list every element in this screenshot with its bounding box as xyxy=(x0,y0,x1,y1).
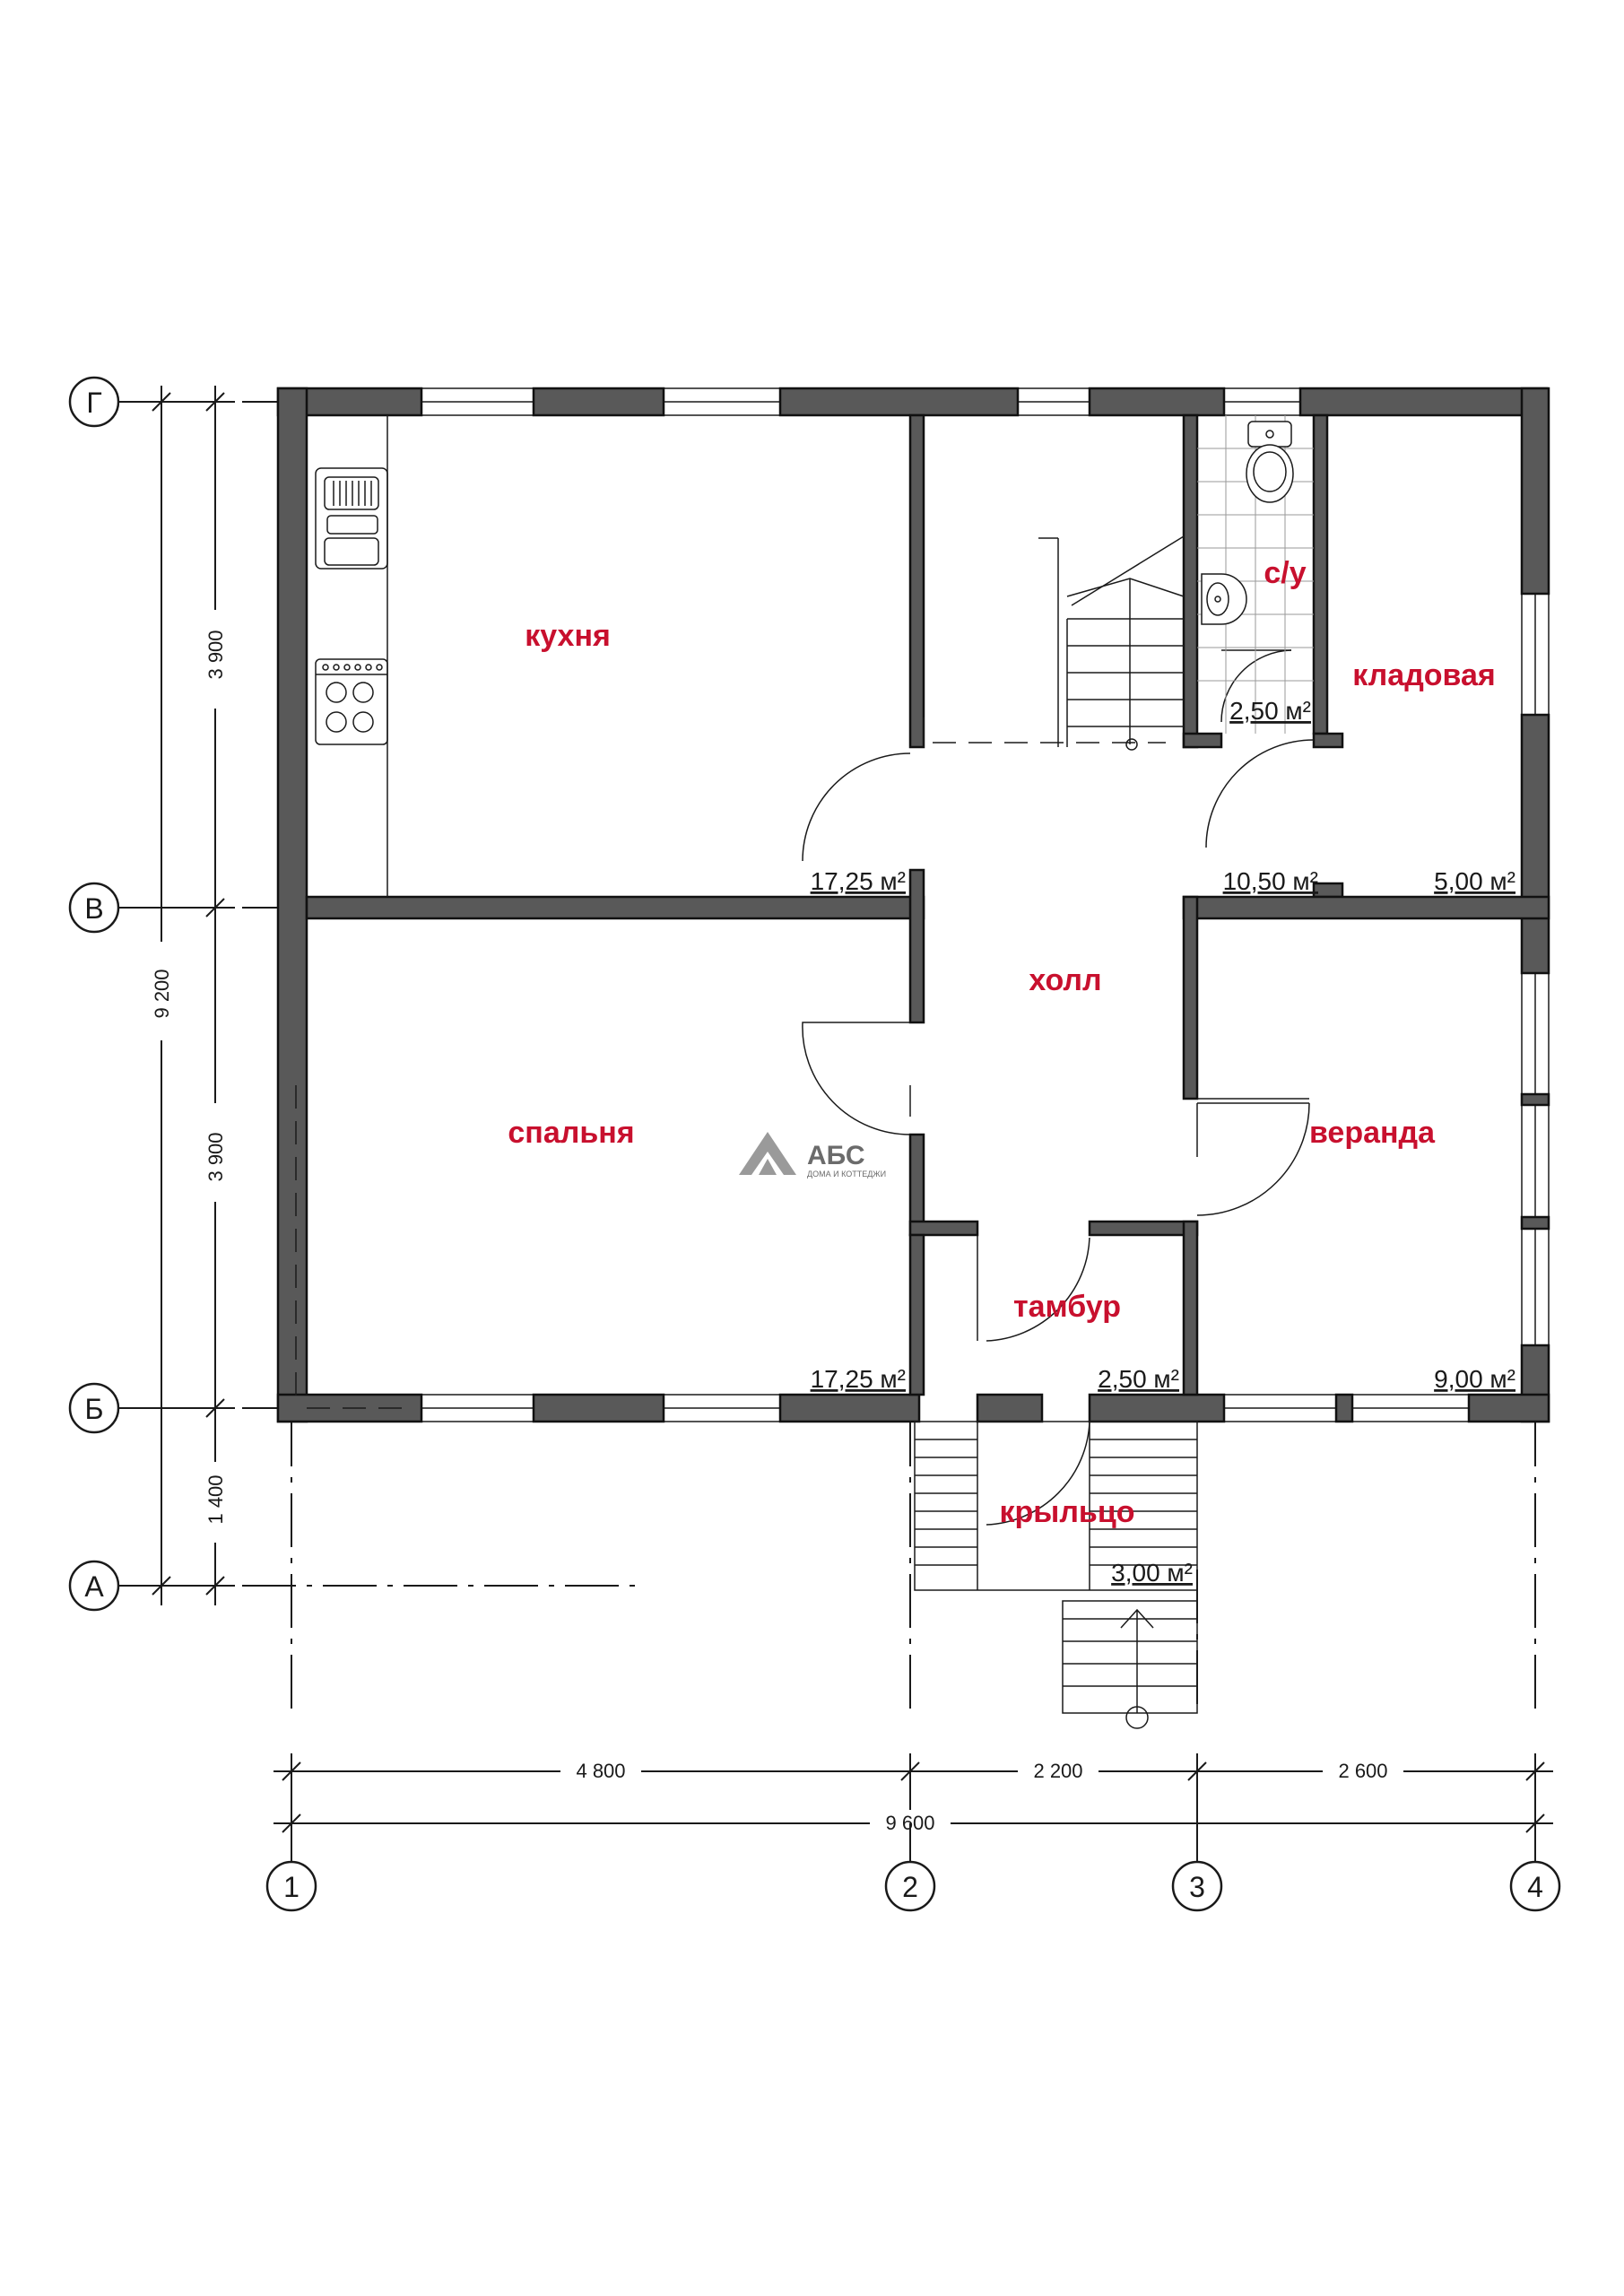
stove-icon xyxy=(315,658,388,745)
internal-staircase xyxy=(1066,535,1185,751)
axis-label-col-2: 2 xyxy=(902,1871,918,1903)
area-label-pantry: 5,00 м² xyxy=(1434,867,1515,895)
room-label-wc: с/у xyxy=(1264,556,1306,590)
area-label-hall: 10,50 м² xyxy=(1223,867,1318,895)
kitchen-sink-icon xyxy=(315,467,388,570)
room-label-bedroom: спальня xyxy=(508,1116,634,1150)
axis-label-row-3: Б xyxy=(85,1393,104,1425)
dim-h-seg-1: 4 800 xyxy=(576,1760,625,1782)
room-label-pantry: кладовая xyxy=(1352,658,1496,692)
logo-brand: АБС xyxy=(807,1141,865,1170)
room-label-porch: крыльцо xyxy=(1000,1495,1135,1529)
dim-h-seg-3: 2 600 xyxy=(1338,1760,1387,1782)
axis-label-row-4: А xyxy=(84,1570,104,1603)
axis-label-col-4: 4 xyxy=(1527,1871,1543,1903)
windows xyxy=(421,387,1550,1422)
area-label-kitchen: 17,25 м² xyxy=(811,867,906,895)
room-label-kitchen: кухня xyxy=(525,619,611,653)
area-label-porch: 3,00 м² xyxy=(1111,1559,1193,1587)
dim-v-seg-2: 3 900 xyxy=(204,1132,227,1181)
area-label-veranda: 9,00 м² xyxy=(1434,1365,1515,1393)
company-logo: АБС ДОМА И КОТТЕДЖИ xyxy=(739,1132,886,1178)
washbasin-icon xyxy=(1201,573,1247,625)
axis-grid xyxy=(161,401,1536,1713)
area-label-bedroom: 17,25 м² xyxy=(811,1365,906,1393)
area-label-wc: 2,50 м² xyxy=(1229,697,1311,725)
axis-label-row-1: Г xyxy=(86,387,101,419)
axis-label-row-2: В xyxy=(84,892,103,925)
fixtures-lines xyxy=(386,415,1059,897)
area-label-vestibule: 2,50 м² xyxy=(1098,1365,1179,1393)
room-label-veranda: веранда xyxy=(1309,1116,1436,1150)
axis-label-col-3: 3 xyxy=(1189,1871,1205,1903)
dim-v-seg-1: 3 900 xyxy=(204,630,227,679)
dim-v-seg-3: 1 400 xyxy=(204,1474,227,1524)
logo-tagline: ДОМА И КОТТЕДЖИ xyxy=(807,1170,886,1178)
porch-deck xyxy=(914,1421,1198,1729)
room-label-hall: холл xyxy=(1029,963,1101,997)
axis-bubbles xyxy=(68,376,1561,1912)
walls xyxy=(276,387,1550,1423)
axis-label-col-1: 1 xyxy=(283,1871,300,1903)
room-label-vestibule: тамбур xyxy=(1013,1290,1121,1324)
door-swings xyxy=(802,649,1315,1526)
dim-v-total: 9 200 xyxy=(151,969,173,1018)
toilet-icon xyxy=(1246,421,1294,503)
dim-h-seg-2: 2 200 xyxy=(1033,1760,1082,1782)
